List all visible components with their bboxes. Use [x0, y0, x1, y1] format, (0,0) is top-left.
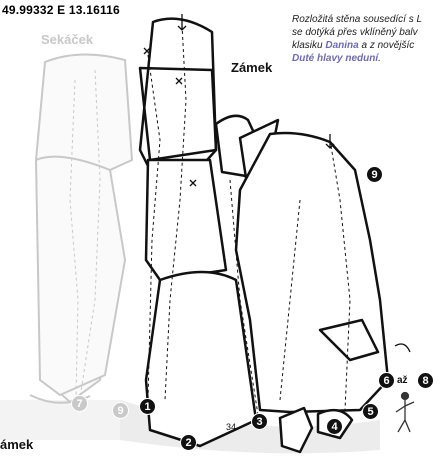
description-line: se dotýká přes vklíněný balv — [292, 27, 418, 38]
sekacek-tower — [34, 53, 134, 404]
route-badge-5[interactable]: 5 — [362, 403, 379, 420]
route-start-arrows — [177, 14, 411, 353]
tower-number: 34. — [226, 422, 239, 432]
sector-description: Rozložitá stěna sousedící s L se dotýká … — [292, 13, 445, 65]
route-badge-4[interactable]: 4 — [326, 418, 343, 435]
route-name-dute-hlavy: Duté hlavy neduní — [292, 53, 379, 64]
route-badge-1[interactable]: 1 — [139, 398, 156, 415]
gps-coordinates: 49.99332 E 13.16116 — [2, 3, 120, 17]
route-badge-9[interactable]: 9 — [366, 166, 383, 183]
zamek-tower — [138, 17, 390, 454]
description-line: klasiku Danina a z novějšíc — [292, 39, 445, 52]
description-text: klasiku — [292, 40, 326, 51]
route-lines — [147, 24, 351, 416]
anchor-marks — [143, 47, 197, 187]
tower-name-sekacek: Sekáček — [41, 32, 94, 47]
route-range-separator: až — [397, 375, 408, 386]
route-badge-3[interactable]: 3 — [251, 413, 268, 430]
description-text: a z novějšíc — [358, 40, 415, 51]
route-name-danina: Danina — [325, 40, 359, 51]
route-badge-9-sekacek[interactable]: 9 — [112, 402, 129, 419]
route-badge-7-sekacek[interactable]: 7 — [71, 395, 88, 412]
route-badge-8[interactable]: 8 — [417, 372, 434, 389]
climber-icon — [395, 391, 415, 433]
route-lines-faded — [69, 69, 101, 399]
description-text: . — [378, 53, 381, 64]
route-badge-2[interactable]: 2 — [180, 434, 197, 451]
tower-name-zamek: Zámek — [231, 60, 273, 75]
tower-name-zamek-bottom: ámek — [0, 437, 34, 452]
description-line: Duté hlavy neduní. — [292, 52, 445, 65]
ground-shadow-left — [0, 400, 120, 440]
route-badge-6[interactable]: 6 — [378, 372, 395, 389]
description-line: Rozložitá stěna sousedící s L — [292, 14, 423, 25]
